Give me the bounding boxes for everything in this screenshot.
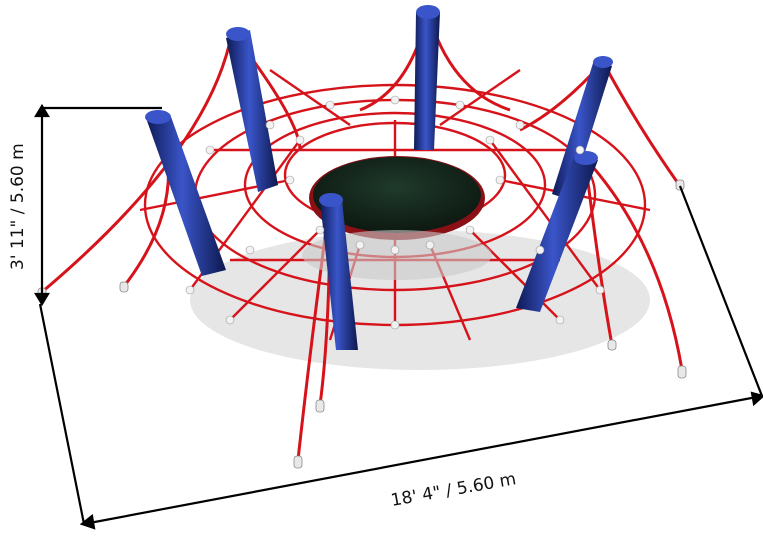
post-front-left [145,110,226,276]
post-front-right [516,151,598,312]
width-dimension-label: 18' 4" / 5.60 m [389,469,517,511]
post-front-center [319,193,358,350]
post-back-center [414,5,440,150]
dimension-lines [34,103,763,530]
post-back-right [552,56,613,200]
posts [145,5,613,350]
height-dimension-label: 3' 11" / 5.60 m [8,143,28,270]
trampoline [302,156,492,280]
rope-connectors [185,95,605,330]
post-back-left [226,27,278,192]
